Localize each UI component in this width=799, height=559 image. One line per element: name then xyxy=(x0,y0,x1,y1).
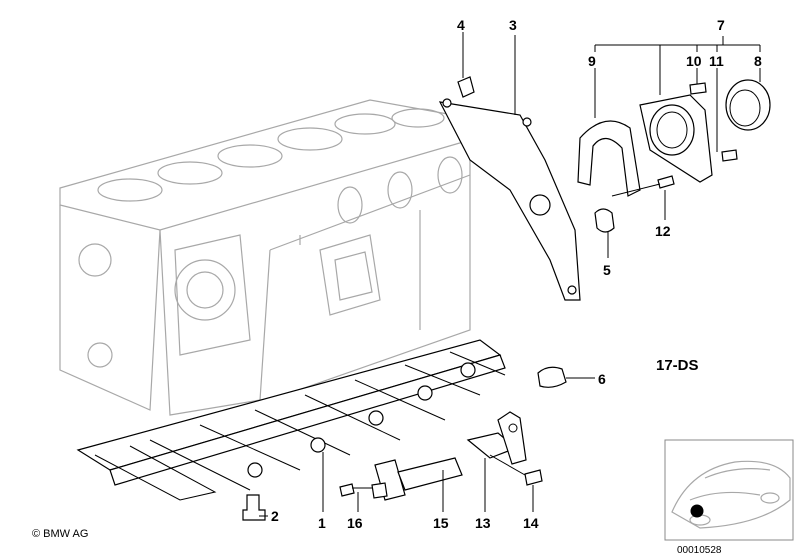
callout-7: 7 xyxy=(717,17,725,33)
callout-4: 4 xyxy=(457,17,465,33)
bolt-part-16 xyxy=(339,483,355,497)
sensor-part-15 xyxy=(371,457,463,501)
callout-10: 10 xyxy=(686,53,702,69)
copyright-notice: © BMW AG xyxy=(32,528,88,540)
callout-15: 15 xyxy=(433,515,449,531)
callout-11: 11 xyxy=(709,53,724,69)
callout-9: 9 xyxy=(588,53,596,69)
dowel-part-12 xyxy=(657,175,675,189)
main-bearing-caps xyxy=(76,339,506,501)
callout-6: 6 xyxy=(598,371,606,387)
callout-12: 12 xyxy=(655,223,671,239)
section-code: 17-DS xyxy=(656,357,699,374)
bolt-part-2 xyxy=(242,494,266,521)
bolt-part-10 xyxy=(689,82,707,95)
engine-block xyxy=(59,99,471,416)
gasket-part-9 xyxy=(577,120,641,197)
plug-part-6 xyxy=(537,366,567,388)
bolt-part-11 xyxy=(721,149,738,162)
shaft-seal xyxy=(725,79,771,131)
bolt-part-14 xyxy=(524,469,543,486)
leader-lines xyxy=(259,32,761,517)
seal-housing xyxy=(639,94,713,183)
callout-5: 5 xyxy=(603,262,611,278)
callout-16: 16 xyxy=(347,515,363,531)
sleeve-part-4 xyxy=(457,76,475,98)
callout-3: 3 xyxy=(509,17,517,33)
plug-part-5 xyxy=(594,208,615,233)
car-outline xyxy=(671,460,791,529)
callout-labels: 4 3 7 9 10 11 8 12 5 6 2 1 16 15 13 14 xyxy=(271,17,762,531)
callout-8: 8 xyxy=(754,53,762,69)
callout-2: 2 xyxy=(271,508,279,524)
callout-13: 13 xyxy=(475,515,491,531)
engine-location-marker xyxy=(690,504,704,518)
diagram-reference-number: 00010528 xyxy=(677,545,722,556)
bracket-part-13 xyxy=(466,411,527,465)
callout-14: 14 xyxy=(523,515,539,531)
vehicle-locator-inset xyxy=(664,439,794,541)
rear-plate xyxy=(438,98,581,301)
callout-1: 1 xyxy=(318,515,326,531)
